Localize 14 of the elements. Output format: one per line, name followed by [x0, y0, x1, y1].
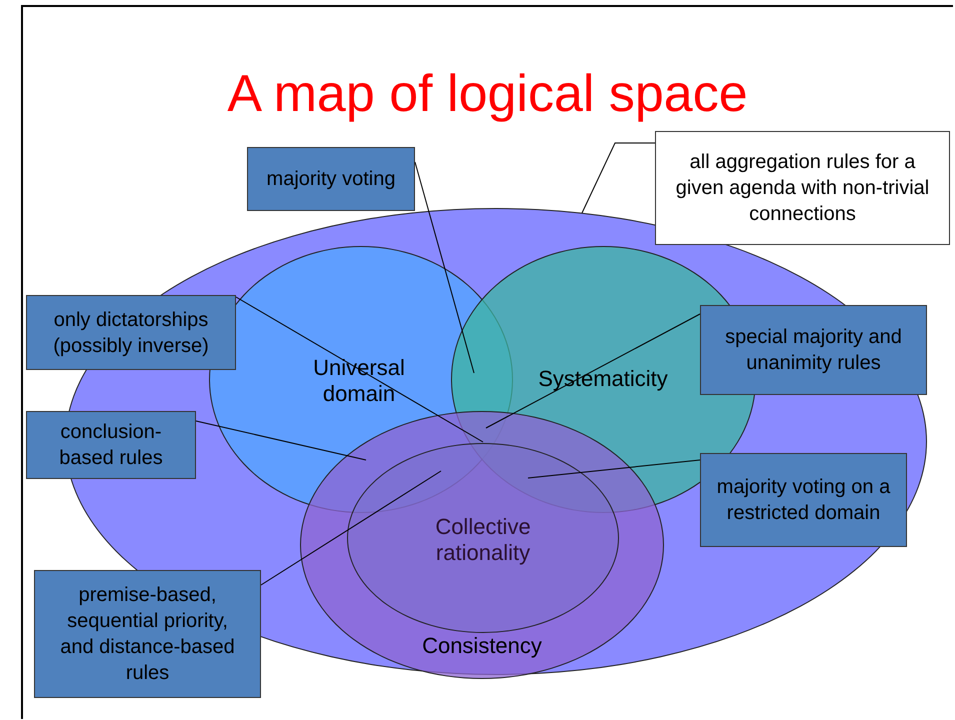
- label-box: premise-based, sequential priority, and distance-based rules: [34, 570, 261, 698]
- label-box: majority voting: [247, 147, 415, 211]
- set-label: Consistency: [421, 633, 543, 660]
- leader-line: [582, 142, 656, 214]
- set-label: Collective rationality: [434, 514, 532, 567]
- leader-line: [196, 420, 366, 460]
- leader-line: [528, 460, 700, 478]
- label-box: conclusion-based rules: [26, 411, 196, 479]
- label-box: all aggregation rules for a given agenda with non-trivial connections: [655, 131, 950, 245]
- leader-line: [486, 314, 700, 428]
- slide-title: A map of logical space: [226, 64, 749, 124]
- leader-line: [260, 470, 442, 586]
- leader-line: [414, 162, 474, 374]
- label-box: only dictatorships (possibly inverse): [26, 295, 236, 370]
